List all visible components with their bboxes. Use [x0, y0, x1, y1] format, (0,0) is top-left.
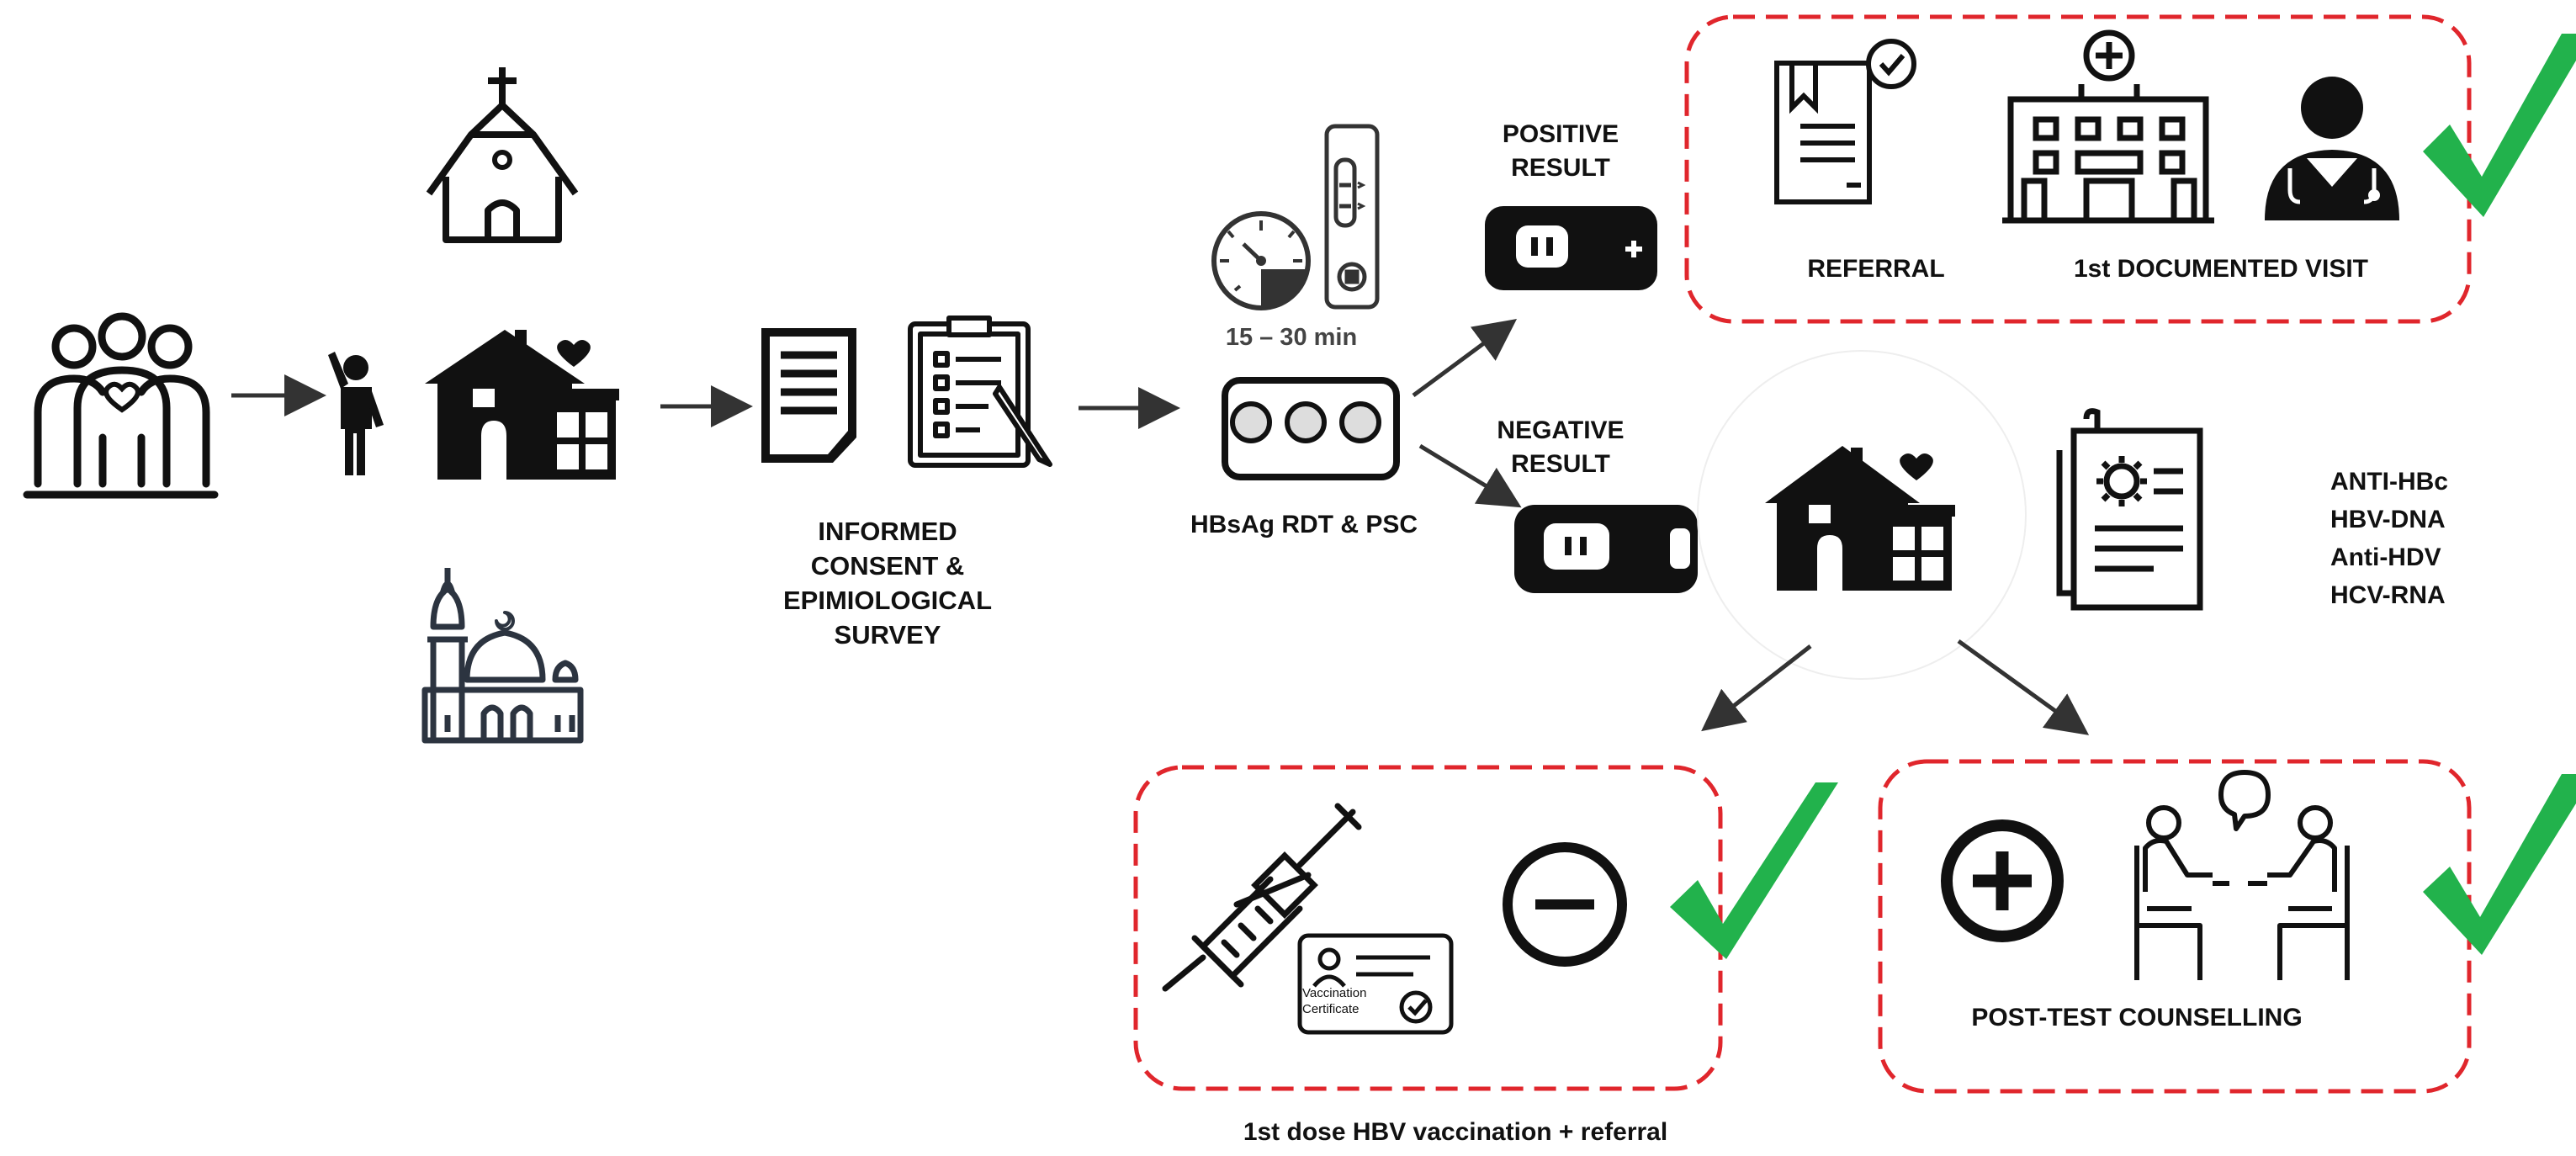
doctor-icon: [2265, 77, 2399, 220]
negative-cassette-icon: [1514, 505, 1698, 593]
minus-circle-icon: [1503, 842, 1627, 967]
church-icon: [426, 67, 579, 243]
plus-circle-icon: [1941, 819, 2064, 942]
document-icon: [761, 328, 856, 463]
vaccination-box: [1133, 765, 1723, 1091]
referral-label: REFERRAL: [1807, 255, 1945, 283]
vaccination-caption: 1st dose HBV vaccination + referral: [1243, 1118, 1668, 1146]
counselling-label: POST-TEST COUNSELLING: [1971, 1004, 2303, 1031]
flow-arrow: [1418, 443, 1522, 508]
follow-up-tests-list: ANTI-HBc HBV-DNA Anti-HDV HCV-RNA: [2330, 463, 2515, 614]
positive-cassette-icon: [1485, 206, 1657, 290]
syringe-icon: [1162, 803, 1362, 992]
rdt-card-icon: [1222, 377, 1400, 480]
checkmark-icon: [1670, 782, 1838, 959]
mosque-icon: [421, 568, 584, 744]
test-cassette-icon: [1324, 124, 1380, 310]
documented-visit-label: 1st DOCUMENTED VISIT: [2073, 255, 2369, 283]
checkmark-icon: [2423, 34, 2576, 217]
checkmark-icon: [2423, 774, 2576, 955]
referral-document-icon: [1774, 39, 1916, 204]
rdt-label: HBsAg RDT & PSC: [1190, 511, 1418, 538]
flow-arrow: [1957, 639, 2090, 735]
clipboard-checklist-icon: [908, 316, 1052, 468]
hospital-icon: [2002, 29, 2214, 224]
test-item: ANTI-HBc: [2330, 468, 2448, 496]
positive-result-label: POSITIVE RESULT: [1502, 120, 1619, 182]
person-waving-icon: [328, 352, 384, 475]
timer-label: 15 – 30 min: [1225, 324, 1358, 351]
test-item: HCV-RNA: [2330, 581, 2446, 609]
medical-report-icon: [2056, 408, 2203, 611]
vaccination-certificate-icon: [1297, 933, 1454, 1035]
community-group-icon: [23, 312, 219, 499]
household-icon: [1765, 446, 1955, 591]
consent-survey-label: INFORMED CONSENT & EPIMIOLOGICAL SURVEY: [783, 517, 992, 650]
counselling-icon: [2134, 770, 2350, 980]
flow-arrow: [1412, 319, 1518, 398]
timer-icon: [1211, 211, 1311, 310]
test-item: HBV-DNA: [2330, 506, 2446, 533]
certificate-label: Vaccination Certificate: [1302, 986, 1367, 1016]
counselling-box: [1878, 759, 2472, 1094]
household-icon: [425, 330, 619, 480]
test-item: Anti-HDV: [2330, 544, 2441, 571]
flow-arrow: [1701, 644, 1812, 732]
negative-result-label: NEGATIVE RESULT: [1497, 416, 1625, 478]
